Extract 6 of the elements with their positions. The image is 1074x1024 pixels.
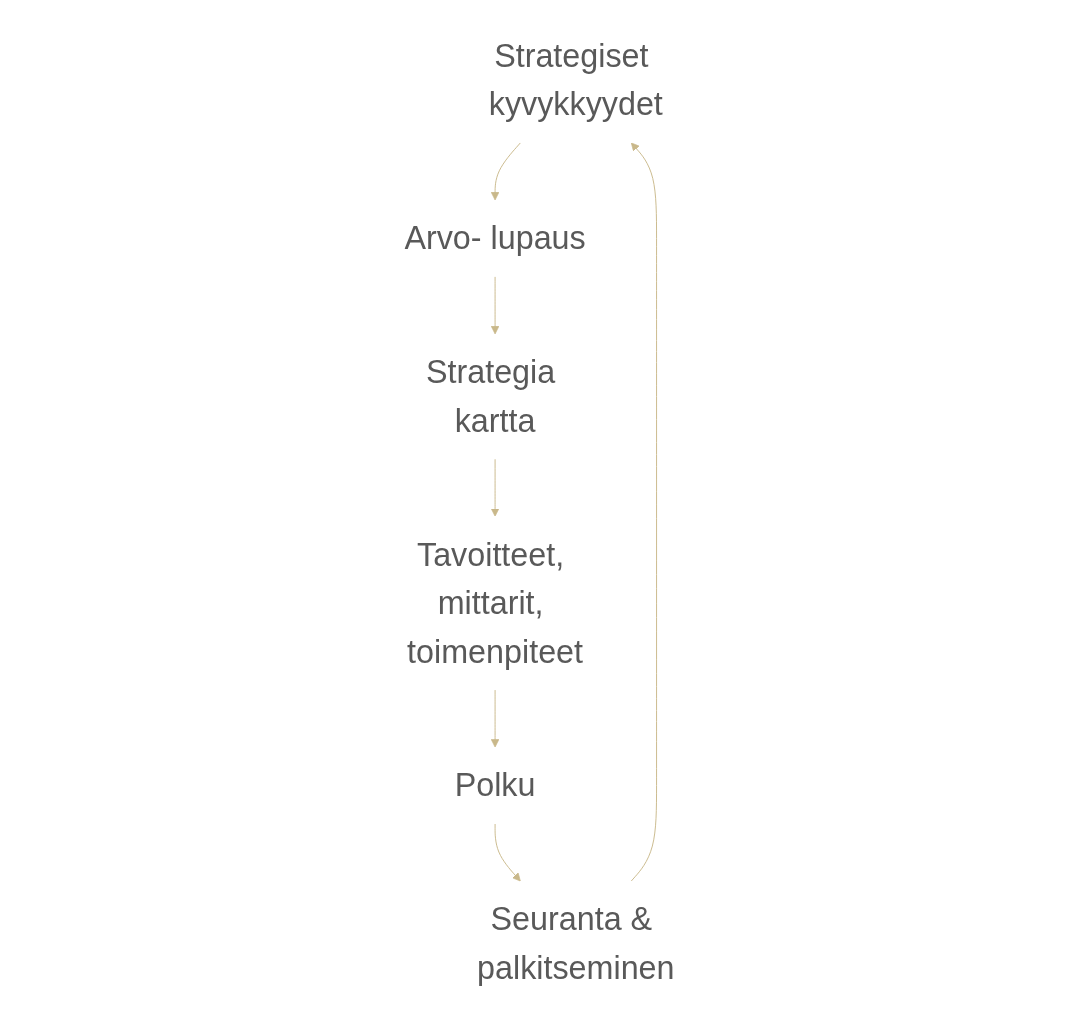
node-text: Polku bbox=[454, 767, 536, 804]
node-text: Strategia kartta bbox=[425, 353, 555, 439]
node-text: Tavoitteet, mittarit, toimenpiteet bbox=[406, 536, 583, 670]
node-text: Strategiset kyvykkyydet bbox=[488, 37, 663, 123]
node-text: Arvo- lupaus bbox=[404, 219, 586, 257]
node-text: Seuranta & palkitseminen bbox=[476, 900, 675, 986]
